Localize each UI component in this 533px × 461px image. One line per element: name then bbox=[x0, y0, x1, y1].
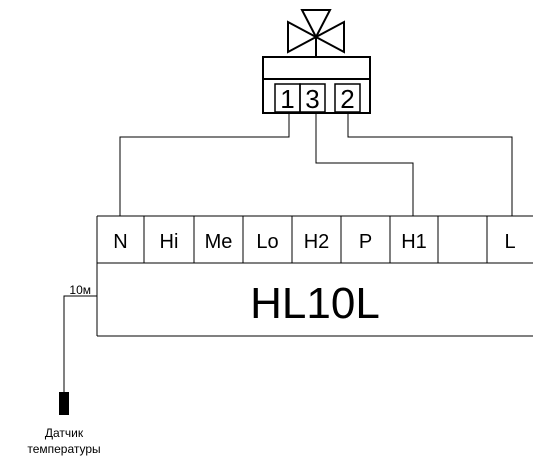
valve-terminal-3: 3 bbox=[305, 84, 319, 114]
terminal-n: N bbox=[113, 231, 127, 253]
valve-terminal-2: 2 bbox=[340, 84, 354, 114]
cable-length-label: 10м bbox=[69, 283, 91, 297]
terminal-l: L bbox=[504, 231, 515, 253]
valve-terminal-1: 1 bbox=[280, 84, 294, 114]
valve-icon bbox=[287, 9, 345, 57]
terminal-h2: H2 bbox=[304, 231, 330, 253]
controller-body bbox=[96, 263, 533, 337]
terminal-hi: Hi bbox=[160, 231, 179, 253]
temperature-sensor-icon bbox=[59, 392, 69, 415]
sensor-cable bbox=[63, 295, 97, 392]
terminal-p: P bbox=[359, 231, 372, 253]
controller-model-label: HL10L bbox=[250, 279, 380, 328]
controller-terminal-row bbox=[96, 215, 533, 264]
sensor-label-line1: Датчик bbox=[45, 426, 84, 440]
terminal-h1: H1 bbox=[401, 231, 427, 253]
terminal-lo: Lo bbox=[256, 231, 278, 253]
sensor-label-line2: температуры bbox=[27, 442, 100, 456]
terminal-me: Me bbox=[205, 231, 233, 253]
wire-connections bbox=[119, 113, 513, 216]
